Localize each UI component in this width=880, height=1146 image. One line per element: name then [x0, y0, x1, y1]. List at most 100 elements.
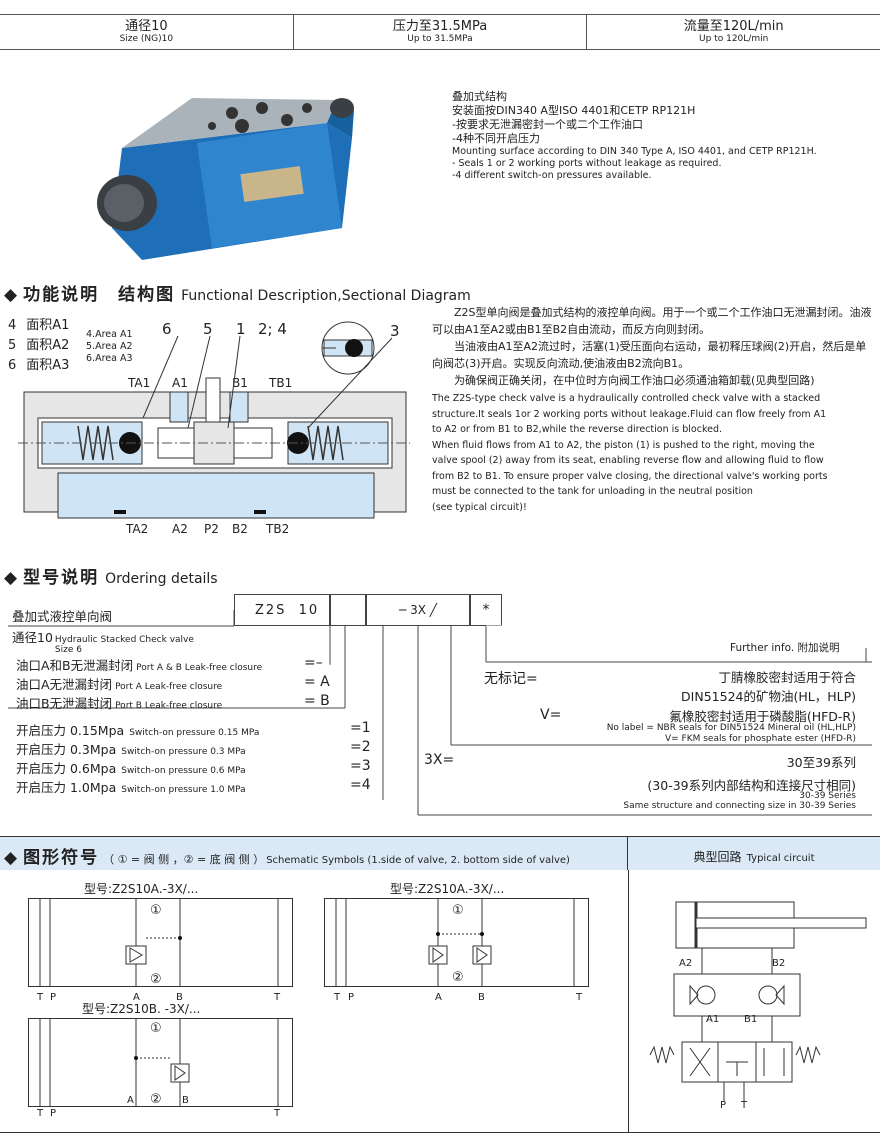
callout-2-4: 2; 4 — [258, 320, 287, 338]
code-size: 10 — [298, 603, 320, 618]
circuit-title-cn: 典型回路 — [693, 850, 742, 864]
pressure-options: 开启压力 0.15Mpa Switch-on pressure 0.15 MPa =… — [16, 720, 396, 796]
circuit-port-b2: B2 — [772, 958, 786, 969]
circle-2-label: ② — [150, 1092, 162, 1107]
port-p: P — [348, 992, 355, 1003]
pressure-cn: 开启压力 1.0Mpa — [16, 780, 117, 795]
circle-2-label: ② — [150, 972, 162, 987]
port-a: A — [127, 1095, 134, 1106]
function-en-line: structure.It seals 1or 2 working ports w… — [432, 408, 827, 420]
seal-en: No label = NBR seals for DIN51524 Minera… — [560, 723, 856, 745]
code-extra: * — [482, 602, 490, 618]
nolabel-desc: 丁腈橡胶密封适用于符合 DIN51524的矿物油(HL，HLP) — [620, 668, 856, 706]
ordering-bracket-lines — [8, 610, 872, 816]
series-cn: 30至39系列 — [786, 755, 856, 770]
diamond-icon: ◆ — [4, 285, 20, 305]
spec-pressure: 压力至31.5MPa Up to 31.5MPa — [294, 15, 588, 49]
spec-size-cn: 通径10 — [125, 19, 168, 34]
area-cn-a2: 面积A2 — [26, 338, 70, 353]
schematic-divider — [628, 870, 629, 1132]
nolabel-key: 无标记= — [484, 671, 538, 687]
pressure-code: =4 — [350, 777, 371, 793]
area-num-4: 4 — [8, 318, 17, 333]
circuit-title-en: Typical circuit — [746, 853, 815, 864]
pressure-en: Switch-on pressure 0.15 MPa — [129, 728, 260, 738]
feature-en-1: Mounting surface according to DIN 340 Ty… — [452, 146, 817, 157]
code-box-series: ─ 3X ╱ — [366, 594, 470, 626]
port-tb1: TB1 — [269, 376, 293, 390]
type-en-1: Hydraulic Stacked Check valve — [54, 635, 194, 645]
function-en-line: The Z2S-type check valve is a hydraulica… — [432, 393, 821, 404]
series-en-1: 30-39 Series — [799, 791, 856, 801]
leak-code: =– — [304, 655, 323, 671]
port-b: B — [176, 992, 183, 1003]
pressure-code: =1 — [350, 720, 371, 736]
port-b: B — [478, 992, 485, 1003]
function-en-line: to A2 or from B1 to B2,while the reverse… — [432, 424, 723, 435]
area-num-6: 6 — [8, 358, 17, 373]
area-en-a3: 6.Area A3 — [86, 353, 133, 364]
v-cn: 氟橡胶密封适用于磷酸脂(HFD-R) — [669, 709, 856, 724]
nolabel-cn-1: 丁腈橡胶密封适用于符合 — [718, 670, 856, 685]
circle-2-label: ② — [452, 970, 464, 985]
circle-1-label: ① — [150, 903, 162, 918]
function-en-line: When fluid flows from A1 to A2, the pist… — [432, 439, 815, 451]
function-cn-p3: 为确保阀正确关闭，在中位时方向阀工作油口必须通油箱卸载(见典型回路) — [454, 374, 815, 387]
feature-cn-3: -按要求无泄漏密封一个或二个工作油口 — [452, 118, 643, 131]
port-t: T — [37, 1108, 44, 1119]
sectional-diagram — [18, 321, 410, 519]
area-num-5: 5 — [8, 338, 17, 353]
port-a1: A1 — [172, 376, 188, 390]
schematic-title: ◆ 图形符号 （ ① = 阀 侧 ，② = 底 阀 侧 ） Schematic … — [0, 837, 628, 870]
circuit-port-t: T — [741, 1100, 748, 1111]
code-series: ─ 3X ╱ — [399, 603, 437, 617]
function-title-cn: 功能说明 结构图 — [23, 285, 176, 305]
model-label-1: 型号:Z2S10A.-3X/... — [84, 882, 199, 896]
area-legend: 4 面积A1 5 面积A2 6 面积A3 — [8, 316, 69, 376]
ordering-title-cn: 型号说明 — [23, 568, 100, 588]
ordering-section-title: ◆ 型号说明 Ordering details — [4, 563, 218, 588]
series-en: 30-39 Series Same structure and connecti… — [560, 791, 856, 811]
series-key: 3X= — [424, 752, 455, 768]
diamond-icon: ◆ — [4, 568, 20, 588]
port-a: A — [435, 992, 442, 1003]
spec-bar: 通径10 Size (NG)10 压力至31.5MPa Up to 31.5MP… — [0, 14, 880, 50]
function-title-en: Functional Description,Sectional Diagram — [181, 288, 471, 304]
leak-code: = B — [304, 693, 330, 709]
area-en-a2: 5.Area A2 — [86, 341, 133, 352]
nolabel-cn-2: DIN51524的矿物油(HL，HLP) — [681, 689, 856, 704]
leak-cn: 油口A无泄漏封闭 — [16, 677, 113, 692]
valve-product-image — [97, 98, 354, 260]
function-text: Z2S型单向阀是叠加式结构的液控单向阀。用于一个或二个工作油口无泄漏封闭。油液可… — [432, 304, 872, 515]
circuit-port-a1: A1 — [706, 1014, 720, 1025]
symbol-z2s10a-1 — [28, 898, 293, 987]
port-b1: B1 — [232, 376, 248, 390]
series-note-cn: (30-39系列内部结构和连接尺寸相同) — [647, 778, 856, 793]
port-ta2: TA2 — [126, 522, 149, 536]
spec-flow: 流量至120L/min Up to 120L/min — [587, 15, 880, 49]
circuit-title: 典型回路 Typical circuit — [628, 837, 880, 870]
feature-en-3: -4 different switch-on pressures availab… — [452, 170, 652, 181]
type-en-2: Size 6 — [54, 645, 82, 655]
spec-size-en: Size (NG)10 — [119, 34, 174, 44]
area-en-a1: 4.Area A1 — [86, 329, 133, 340]
port-tb2: TB2 — [266, 522, 290, 536]
spec-size: 通径10 Size (NG)10 — [0, 15, 294, 49]
port-b2: B2 — [232, 522, 248, 536]
code-box-leak — [330, 594, 366, 626]
function-cn-p2: 当油液由A1至A2流过时，活塞(1)受压面向右运动，最初释压球阀(2)开启，然后… — [432, 340, 867, 370]
area-cn-a3: 面积A3 — [26, 358, 70, 373]
pressure-code: =3 — [350, 758, 371, 774]
function-en-line: (see typical circuit)! — [432, 501, 527, 513]
area-legend-en: 4.Area A1 5.Area A2 6.Area A3 — [86, 329, 133, 365]
callout-3: 3 — [390, 322, 400, 340]
port-t: T — [37, 992, 44, 1003]
area-cn-a1: 面积A1 — [26, 318, 70, 333]
leak-code: = A — [304, 674, 330, 690]
spec-flow-cn: 流量至120L/min — [683, 19, 784, 34]
port-a2: A2 — [172, 522, 188, 536]
further-info: Further info. 附加说明 — [730, 642, 840, 654]
pressure-cn: 开启压力 0.15Mpa — [16, 723, 125, 738]
bottom-rule — [0, 1132, 880, 1133]
feature-en-2: - Seals 1 or 2 working ports without lea… — [452, 158, 722, 169]
